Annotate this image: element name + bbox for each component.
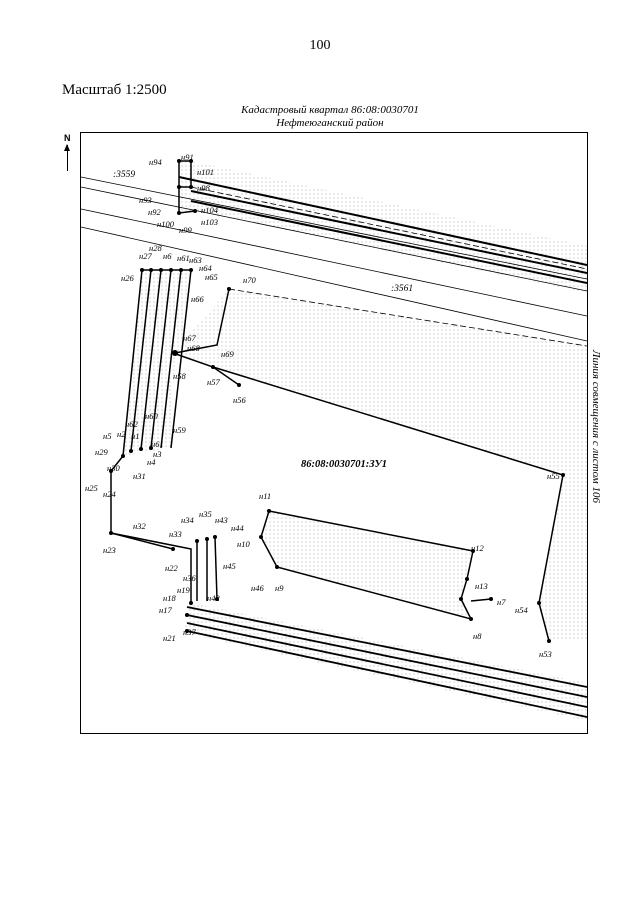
point-label: н94 — [149, 157, 162, 167]
point-label: н31 — [133, 471, 146, 481]
point-label: н69 — [221, 349, 234, 359]
point-label: н21 — [163, 633, 176, 643]
point-label: н37 — [183, 627, 196, 637]
point-label: н45 — [223, 561, 236, 571]
north-arrow-shaft — [67, 145, 68, 171]
point-label: н57 — [207, 377, 220, 387]
point-label: н43 — [215, 515, 228, 525]
point-label: н3 — [153, 449, 161, 459]
point-label: н54 — [515, 605, 528, 615]
point-label: н42 — [207, 593, 220, 603]
point-label: н63 — [189, 255, 202, 265]
point-label: н62 — [125, 419, 138, 429]
point-label: н33 — [169, 529, 182, 539]
point-label: н2 — [117, 429, 126, 439]
point-label: н60 — [145, 411, 158, 421]
map-title: Кадастровый квартал 86:08:0030701 Нефтею… — [0, 104, 640, 130]
road-corridor-lower — [183, 603, 587, 721]
point-label: н23 — [103, 545, 116, 555]
point-label: н59 — [173, 425, 186, 435]
point-label: н1 — [131, 431, 139, 441]
main-plot-area — [173, 289, 587, 641]
road-lines-upper — [178, 176, 587, 284]
point-label: н91 — [181, 152, 194, 162]
district-title: Нефтеюганский район — [276, 117, 384, 129]
point-label: н44 — [231, 523, 244, 533]
sheet-match-line-text: Линия совмещения с листом 106 — [590, 350, 602, 503]
point-label: н10 — [237, 539, 250, 549]
point-label: н19 — [177, 585, 190, 595]
cadastral-map: :3559 :3561 86:08:0030701:ЗУ1 н94 н91 н1… — [81, 152, 587, 721]
point-label: н101 — [197, 167, 214, 177]
page-number: 100 — [309, 38, 331, 53]
road-lines-lower — [186, 606, 587, 718]
sheet-match-line-note: Линия совмещения с листом 106 — [588, 350, 602, 520]
point-label: н12 — [471, 543, 484, 553]
point-label: н61 — [177, 253, 190, 263]
point-label: н67 — [183, 333, 196, 343]
point-label: н70 — [243, 275, 256, 285]
inner-plot-area — [261, 511, 473, 619]
point-label: н92 — [148, 207, 161, 217]
map-frame: :3559 :3561 86:08:0030701:ЗУ1 н94 н91 н1… — [80, 132, 588, 734]
point-label: н103 — [201, 217, 218, 227]
plot-zu1-body — [111, 353, 563, 603]
point-label: н8 — [473, 631, 482, 641]
point-labels: н94 н91 н101 н98 н93 н92 н104 н100 н99 н… — [85, 152, 560, 659]
point-label: н98 — [197, 183, 210, 193]
point-label: н32 — [133, 521, 146, 531]
neighbor-label-3559: :3559 — [113, 170, 135, 180]
point-label: н64 — [199, 263, 212, 273]
point-label: н4 — [147, 457, 156, 467]
point-label: н65 — [205, 272, 218, 282]
point-label: н24 — [103, 489, 116, 499]
point-label: н104 — [201, 205, 219, 215]
point-label: н13 — [475, 581, 488, 591]
point-label: н22 — [165, 563, 178, 573]
point-label: н93 — [139, 195, 152, 205]
neighbor-label-3561: :3561 — [391, 284, 413, 294]
point-label: н61 — [151, 439, 164, 449]
point-label: н17 — [159, 605, 172, 615]
north-arrow-icon: N — [62, 133, 74, 173]
point-label: н18 — [163, 593, 176, 603]
point-label: н6 — [163, 251, 172, 261]
point-label: н26 — [121, 273, 134, 283]
point-label: н55 — [547, 471, 560, 481]
point-label: н27 — [139, 251, 152, 261]
cadastral-quarter-title: Кадастровый квартал 86:08:0030701 — [241, 104, 419, 116]
boundary-points — [109, 159, 565, 643]
point-label: н34 — [181, 515, 194, 525]
point-label: н5 — [103, 431, 111, 441]
north-label: N — [64, 133, 71, 143]
point-label: н100 — [157, 219, 175, 229]
point-label: н56 — [233, 395, 246, 405]
point-label: н58 — [173, 371, 186, 381]
point-label: н66 — [191, 294, 204, 304]
point-label: н99 — [179, 225, 192, 235]
point-label: н36 — [183, 573, 196, 583]
point-label: н7 — [497, 597, 506, 607]
point-label: н46 — [251, 583, 264, 593]
point-label: н25 — [85, 483, 98, 493]
point-label: н29 — [95, 447, 108, 457]
point-label: н68 — [187, 343, 200, 353]
point-label: н9 — [275, 583, 284, 593]
point-label: н30 — [107, 463, 120, 473]
point-label: н35 — [199, 509, 212, 519]
point-label: н28 — [149, 243, 162, 253]
point-label: н53 — [539, 649, 552, 659]
plot-label: 86:08:0030701:ЗУ1 — [301, 459, 387, 470]
point-label: н11 — [259, 491, 271, 501]
neighbor-boundaries — [81, 176, 587, 347]
map-scale: Масштаб 1:2500 — [62, 82, 167, 98]
